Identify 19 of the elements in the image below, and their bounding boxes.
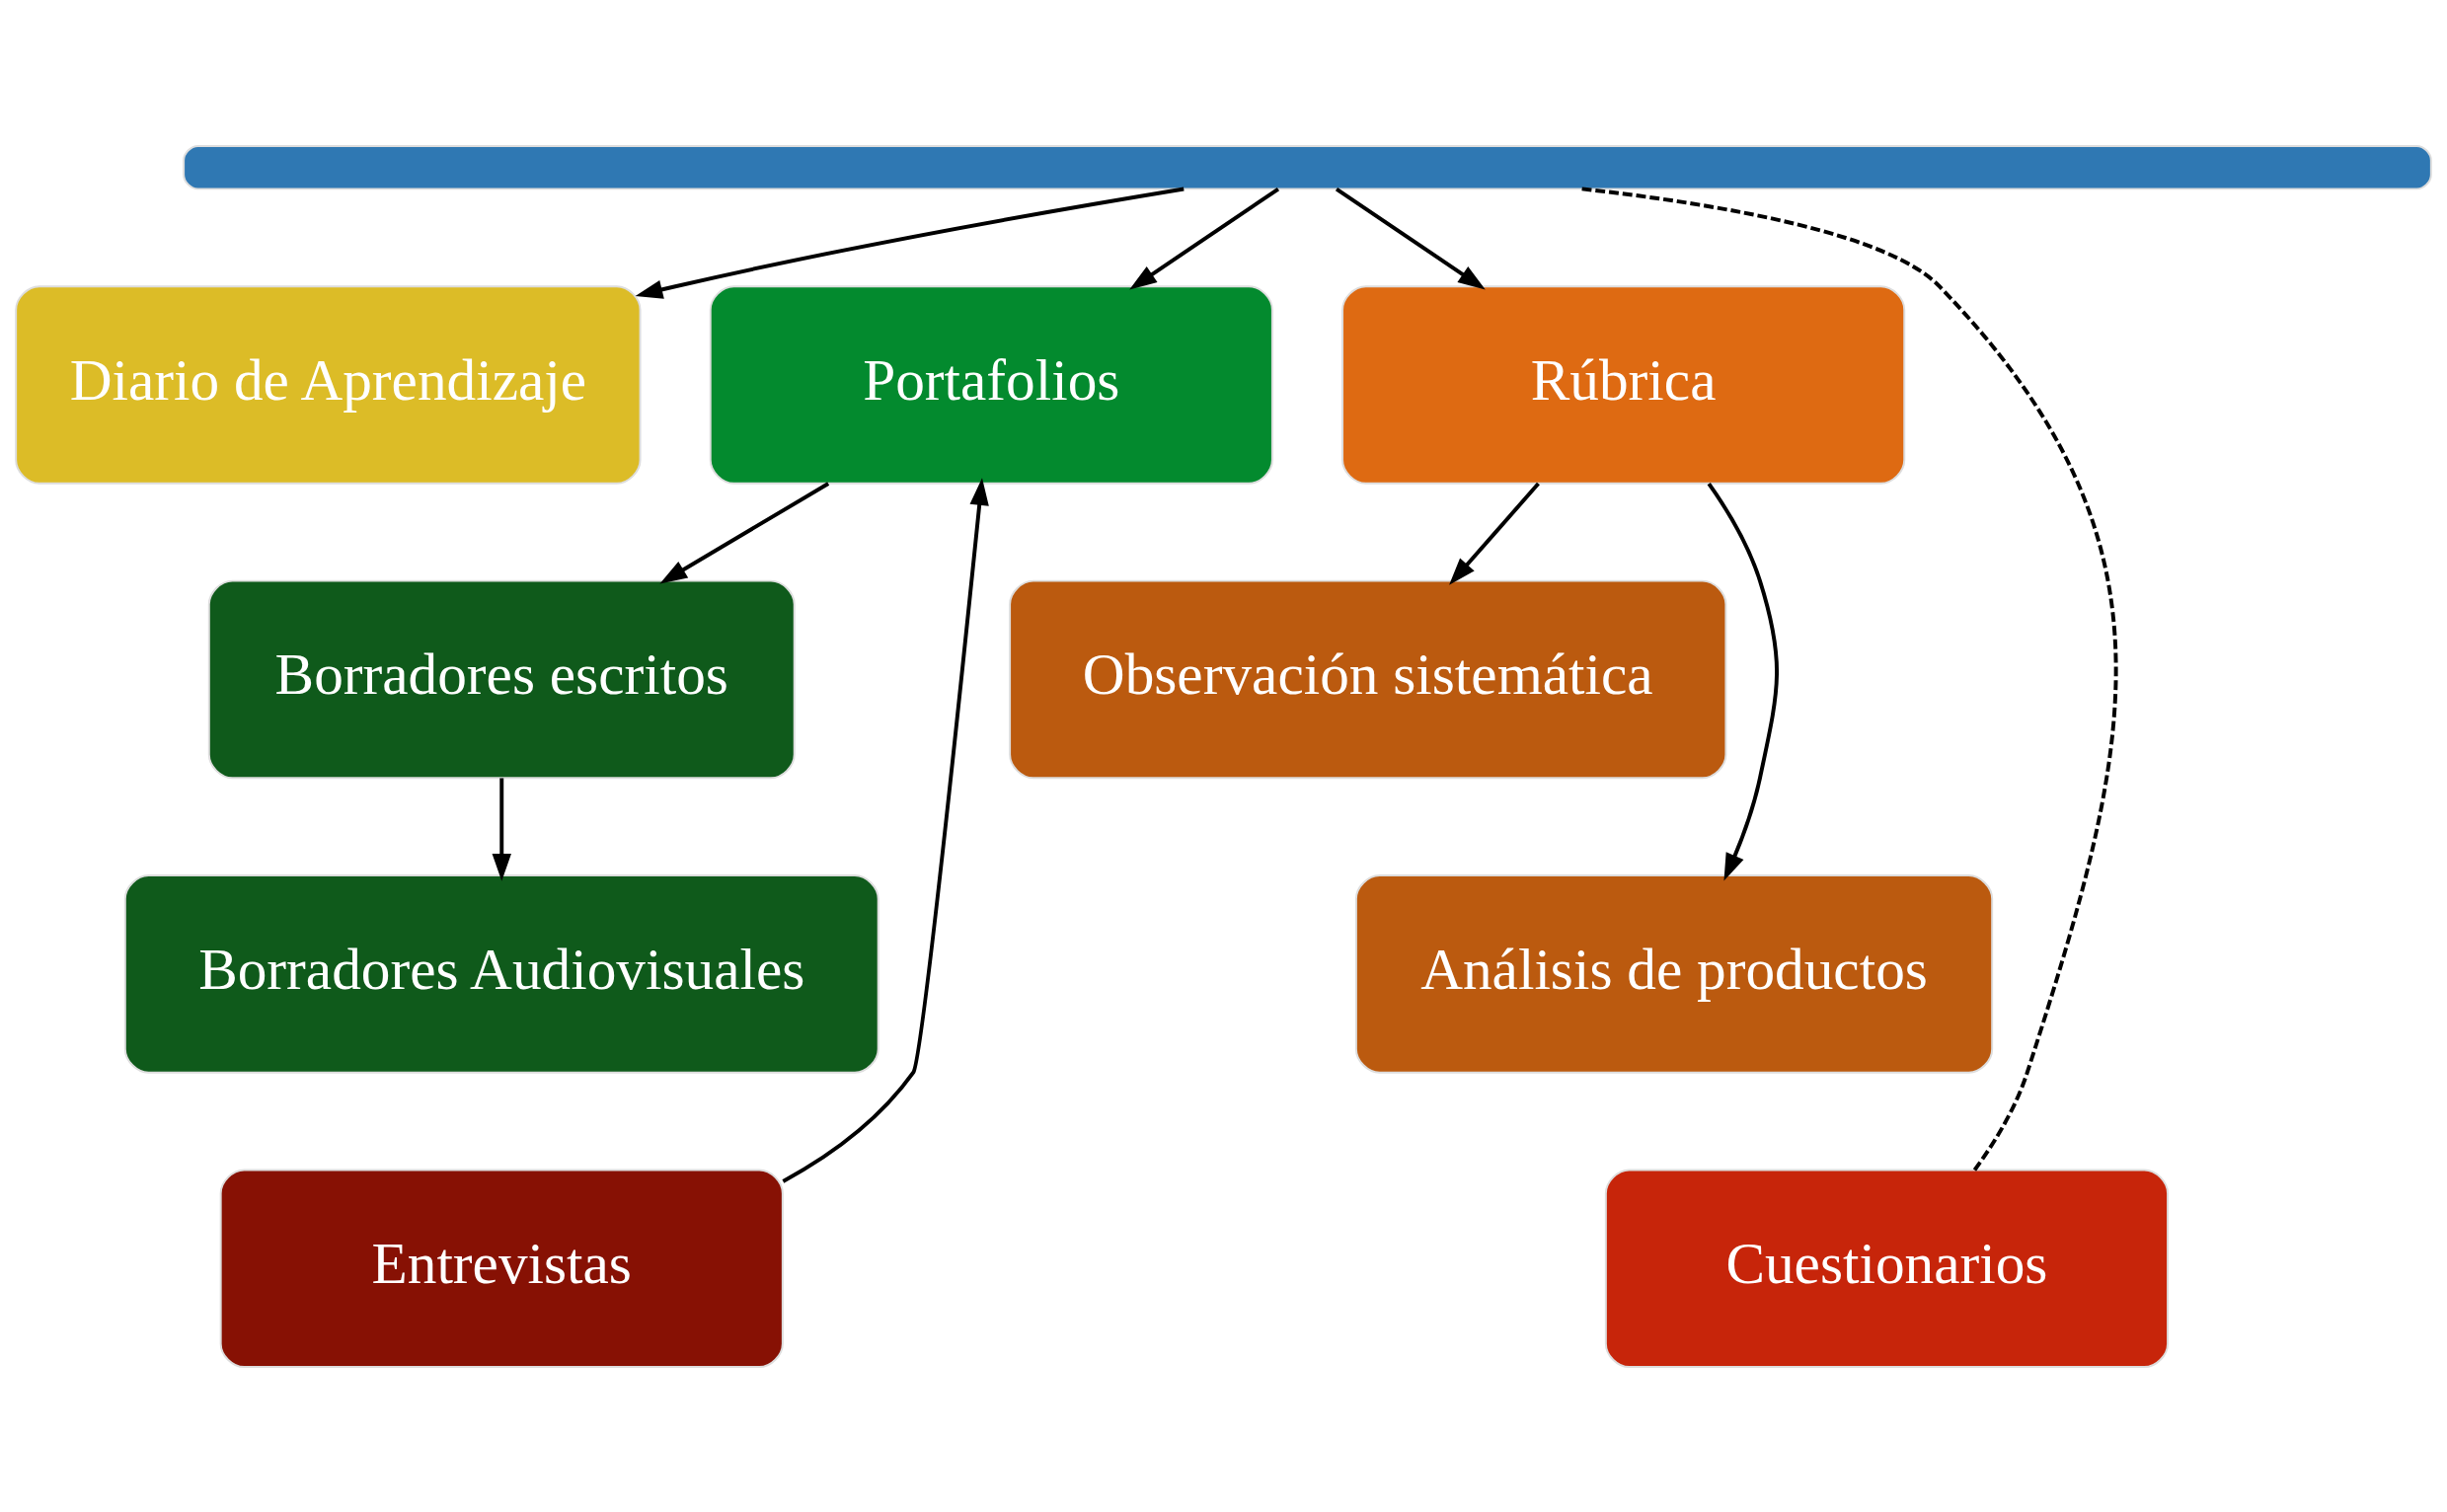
arrow	[1449, 482, 1540, 585]
arrow	[659, 481, 830, 583]
node-box: Observación sistemática	[1009, 579, 1727, 779]
node-box: Cuestionarios	[1604, 1169, 2170, 1368]
arrow	[1129, 187, 1280, 289]
node-box: Borradores Audiovisuales	[123, 873, 879, 1074]
arrow	[492, 777, 511, 881]
node-box: Borradores escritos	[207, 579, 796, 779]
node-box: Rúbrica	[1341, 284, 1906, 485]
connector	[1581, 186, 2118, 1172]
node-bar	[183, 144, 2432, 189]
arrow	[1335, 187, 1486, 289]
node-box: Diario de Aprendizaje	[15, 284, 642, 485]
node-box: Análisis de productos	[1354, 873, 1994, 1074]
arrow	[782, 477, 989, 1183]
arrow	[1707, 482, 1779, 880]
node-box: Portafolios	[709, 284, 1273, 485]
node-box: Entrevistas	[219, 1169, 784, 1368]
arrow	[635, 187, 1185, 299]
